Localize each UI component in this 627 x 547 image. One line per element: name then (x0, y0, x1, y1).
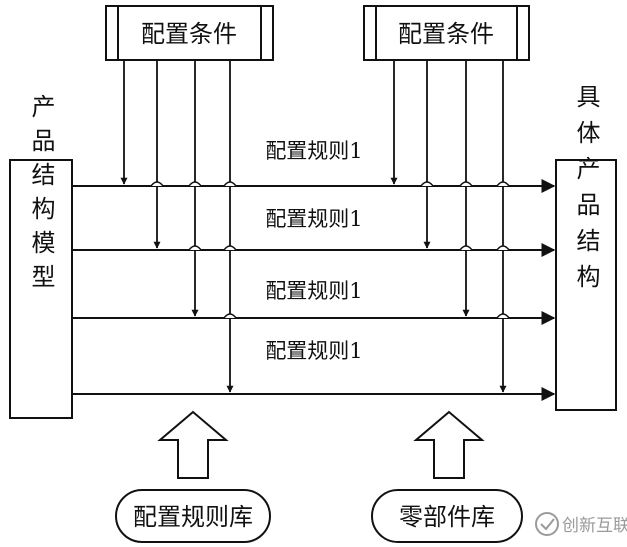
rule-label-3: 配置规则1 (265, 279, 362, 303)
up-arrow-parts-library (413, 410, 485, 479)
product-structure-model-box: 产品结构模型 (9, 94, 73, 419)
right-condition-lines (390, 60, 507, 393)
watermark: 创新互联 (535, 512, 627, 536)
up-arrow-rule-library (157, 410, 229, 479)
config-rule-library-label: 配置规则库 (133, 503, 253, 531)
product-structure-model-label: 产品结构模型 (27, 94, 55, 298)
config-condition-box-right: 配置条件 (363, 5, 530, 61)
rule-label-1: 配置规则1 (265, 139, 362, 163)
crossing-hops (150, 181, 510, 319)
watermark-text: 创新互联 (562, 516, 627, 536)
specific-product-structure-label: 具体产品结构 (572, 84, 600, 300)
rule-label-2: 配置规则1 (265, 207, 362, 231)
parts-library-label: 零部件库 (399, 503, 495, 531)
config-condition-label-right: 配置条件 (398, 20, 494, 48)
config-condition-label-left: 配置条件 (141, 20, 237, 48)
specific-product-structure-box: 具体产品结构 (555, 84, 617, 411)
parts-library-box: 零部件库 (371, 489, 523, 543)
rule-labels: 配置规则1 配置规则1 配置规则1 配置规则1 (265, 139, 362, 363)
watermark-logo-icon (535, 512, 559, 536)
left-condition-lines (120, 60, 234, 393)
config-condition-box-left: 配置条件 (105, 5, 274, 61)
rule-label-4: 配置规则1 (265, 339, 362, 363)
config-rule-library-box: 配置规则库 (115, 489, 271, 543)
